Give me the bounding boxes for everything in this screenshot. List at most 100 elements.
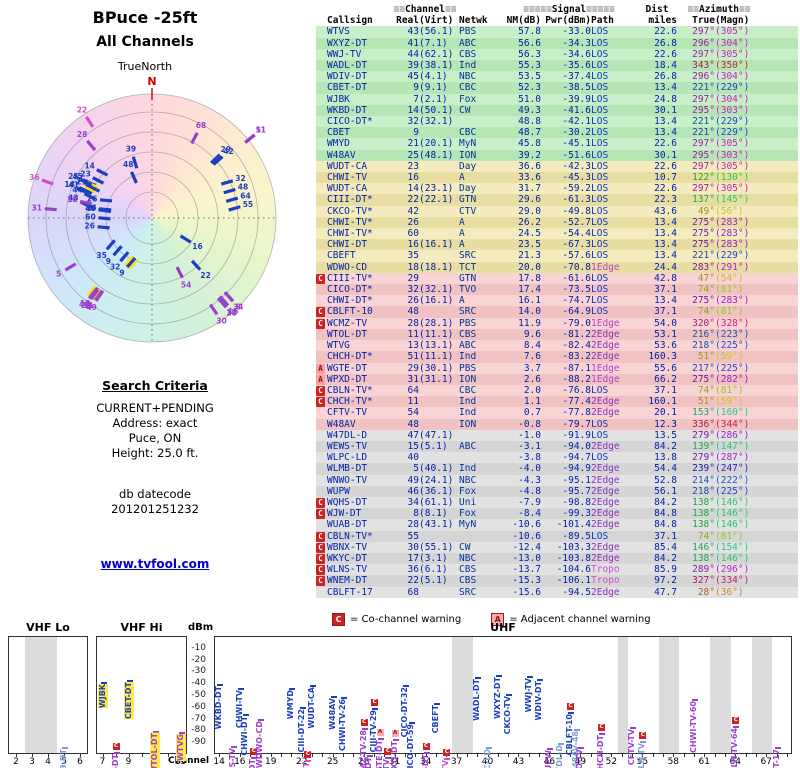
cell-azimuth-magnetic: (59°) [715, 396, 744, 408]
band-label: VHF Lo [26, 621, 70, 634]
cell-distance: 13.8 [654, 452, 677, 464]
col-header-true: True [692, 15, 715, 27]
radar-point-label: 42 [223, 147, 233, 156]
radar-point-label: 23 [80, 170, 90, 179]
radar-point [190, 259, 202, 271]
cell-path: 2Edge [591, 407, 620, 419]
cell-azimuth-magnetic: (287°) [715, 452, 750, 464]
cell-azimuth-true: 297° [692, 138, 715, 150]
channel-tick-label: 55 [636, 757, 649, 767]
cell-network: MyN [459, 138, 477, 150]
channel-tick [80, 754, 81, 757]
cell-real-channel: 48 [407, 306, 419, 318]
cell-noise-margin: 39.2 [518, 149, 541, 161]
dbm-tick-label: -90 [191, 737, 206, 748]
radar-point-label: 17 [226, 309, 236, 318]
tvfool-link[interactable]: www.tvfool.com [100, 556, 210, 571]
cell-virtual-channel [419, 127, 459, 138]
cell-path: LOS [591, 172, 609, 184]
cell-azimuth-magnetic: (223°) [715, 328, 750, 340]
cell-real-channel: 29 [407, 272, 419, 284]
cell-power: -61.6 [562, 272, 591, 284]
station-signal-marker [230, 745, 237, 748]
col-header-real: Real [396, 15, 419, 27]
station-label: WUPW [544, 749, 554, 768]
cell-noise-margin: 11.9 [518, 317, 541, 329]
cell-azimuth-true: 122° [692, 172, 715, 184]
cell-azimuth-true: 137° [692, 194, 715, 206]
cell-path: LOS [591, 138, 609, 150]
station-signal-marker [578, 747, 585, 750]
radar-point-label: 28 [226, 309, 236, 318]
channel-tick [477, 754, 479, 757]
station-label: WDIV-DT [534, 681, 544, 721]
col-header-virt: (Virt) [419, 15, 454, 27]
radar-point-label: 14 [64, 180, 74, 189]
empty-channel-stripe [751, 637, 773, 753]
cell-distance: 85.4 [654, 541, 677, 553]
cell-real-channel: 16 [407, 172, 419, 184]
channel-tick [239, 754, 241, 757]
cell-azimuth-true: 275° [692, 216, 715, 228]
cell-path: 2Edge [591, 328, 620, 340]
cell-azimuth-true: 51° [697, 396, 715, 408]
radar-point [112, 245, 123, 257]
cell-distance: 13.4 [654, 127, 677, 139]
co-channel-warning-badge: C [443, 749, 451, 757]
radar-point-label: 16 [86, 204, 96, 213]
cell-path: LOS [591, 127, 609, 139]
cell-virtual-channel [419, 396, 459, 407]
cell-callsign: W48AV [327, 149, 356, 161]
cell-real-channel: 5 [413, 463, 419, 475]
cell-azimuth-magnetic: (303°) [715, 149, 750, 161]
station-label: W47DL-D [554, 745, 564, 768]
cell-virtual-channel: (62.1) [419, 48, 454, 60]
cell-path: LOS [591, 384, 609, 396]
cell-azimuth-true: 218° [692, 340, 715, 352]
station-label: CHCH-DT [596, 735, 606, 768]
cell-azimuth-magnetic: (81°) [715, 384, 744, 396]
cell-virtual-channel: (5.1) [419, 575, 448, 587]
co-channel-warning-badge: C [316, 497, 325, 508]
cell-network: Fox [459, 508, 477, 520]
cell-path: 2Edge [591, 496, 620, 508]
cell-noise-margin: -13.7 [512, 564, 541, 576]
radar-point [244, 133, 256, 144]
station-signal-marker [774, 746, 781, 749]
co-channel-warning-badge: C [304, 751, 312, 759]
cell-azimuth-true: 217° [692, 362, 715, 374]
cell-distance: 22.6 [654, 26, 677, 38]
cell-azimuth-magnetic: (36°) [715, 586, 744, 598]
cell-noise-margin: 16.1 [518, 295, 541, 307]
cell-power: -70.8 [562, 261, 591, 273]
cell-azimuth-true: 320° [692, 317, 715, 329]
cell-network: SRC [459, 306, 477, 318]
radar-point-label: 16 [192, 242, 202, 251]
channel-tick [704, 754, 706, 757]
cell-network [459, 116, 501, 127]
cell-noise-margin: 51.0 [518, 93, 541, 105]
co-channel-warning-badge: C [567, 702, 575, 710]
cell-azimuth-magnetic: (305°) [715, 138, 750, 150]
cell-power: -51.6 [562, 149, 591, 161]
col-header-pwrdbm: Pwr(dBm) [545, 15, 591, 27]
channel-tick [102, 754, 104, 757]
cell-distance: 24.4 [654, 261, 677, 273]
cell-noise-margin: 48.7 [518, 127, 541, 139]
cell-virtual-channel: (6.1) [419, 564, 448, 576]
cell-azimuth-true: 336° [692, 418, 715, 430]
channel-tick [528, 754, 530, 757]
radar-point-label: 29 [81, 301, 91, 310]
cell-real-channel: 22 [407, 575, 419, 587]
cell-real-channel: 54 [407, 407, 419, 419]
channel-tick [786, 754, 788, 757]
cell-noise-margin: 24.5 [518, 228, 541, 240]
cell-path: LOS [591, 26, 609, 38]
channel-tick [312, 754, 314, 757]
cell-virtual-channel [419, 172, 459, 183]
cell-noise-margin: 52.3 [518, 82, 541, 94]
cell-noise-margin: 7.6 [523, 351, 541, 363]
